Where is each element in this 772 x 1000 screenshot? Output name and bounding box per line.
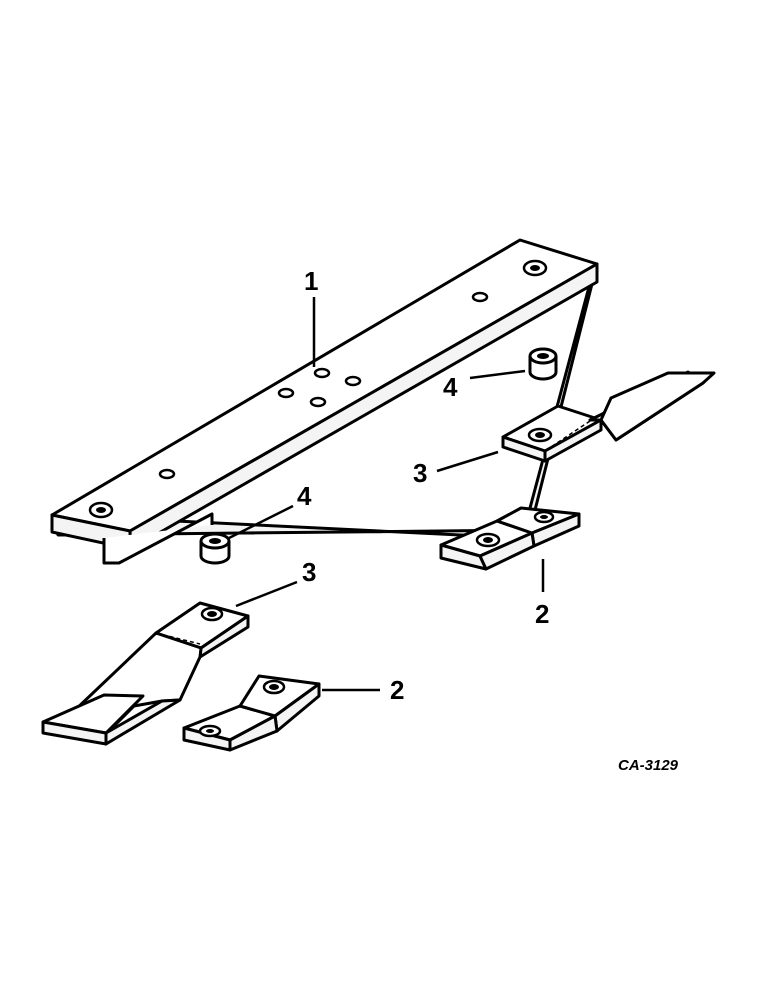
part-2-plate-lower [182,674,321,752]
part-4-spacer-lower [199,532,231,565]
part-3-strap-upper [501,370,716,463]
callout-3-lower: 3 [302,557,316,587]
part-2-plate-upper [439,506,581,571]
callout-3-upper: 3 [413,458,427,488]
part-3-strap-lower [41,601,250,746]
callout-4-lower: 4 [297,481,312,511]
drawing-code: CA-3129 [618,757,679,774]
part-4-spacer-upper [528,347,558,381]
callout-1: 1 [304,266,318,296]
callout-2-upper: 2 [535,599,549,629]
callout-2-lower: 2 [390,675,404,705]
leader-lines [228,297,545,692]
callout-4-upper: 4 [443,372,458,402]
part-1-bar [50,238,599,565]
